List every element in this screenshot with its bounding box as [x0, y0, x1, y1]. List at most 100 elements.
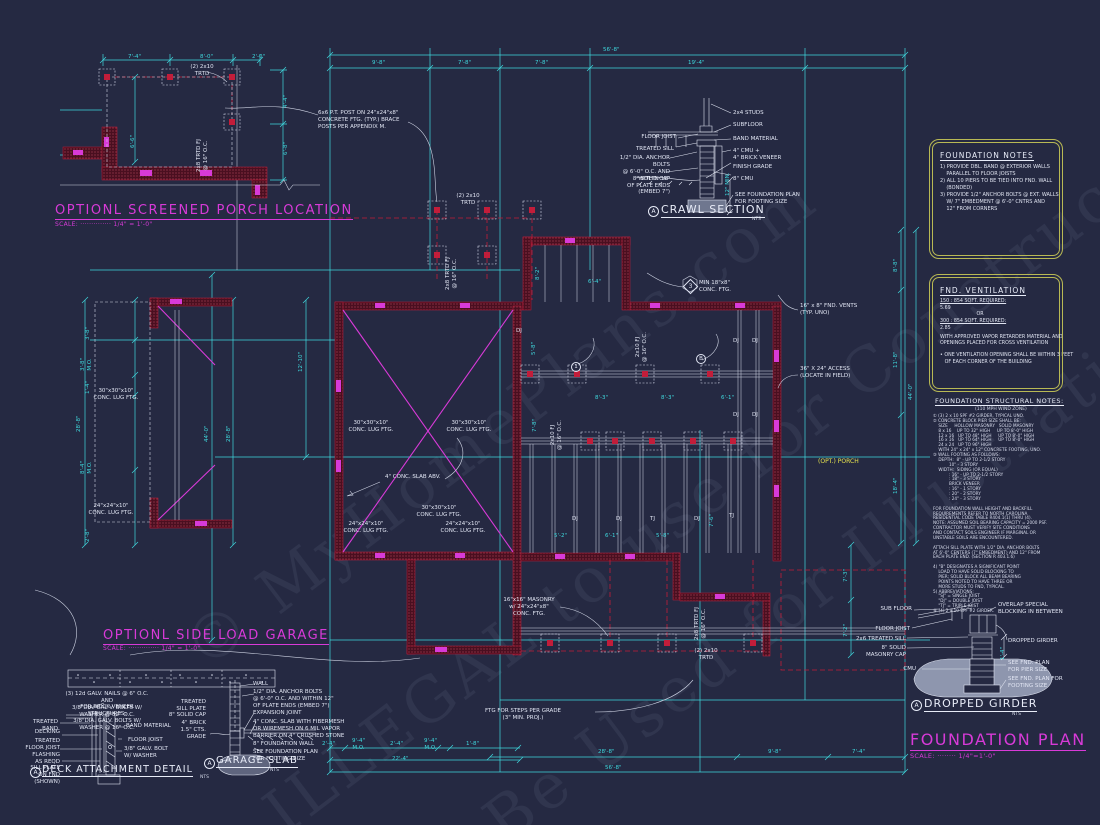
dim-label: 1'-8" [466, 741, 480, 747]
trtd-note-bottom: (2) 2x10 TRTD [694, 648, 718, 661]
foundation-notes-body: 1) PROVIDE DBL. BAND @ EXTERIOR WALLS PA… [940, 164, 1059, 212]
dim-label: 5'-8" [531, 341, 537, 355]
crawl-section-title: CRAWL SECTION [661, 203, 765, 218]
dim-label: 1'-4" [85, 380, 91, 394]
lug-ftg-note: 24"x24"x10" CONC. LUG FTG. [343, 521, 389, 534]
joist-note: 2x10 FJ @ 16" O.C. [635, 332, 648, 362]
dim-label: 7'-8" [532, 418, 538, 432]
foundation-plan-drawing [34, 48, 930, 776]
dim-label: 56'-8" [605, 765, 622, 771]
dim-label: 2'-4" [322, 741, 336, 747]
dim-label: 8'-4" M.O. [80, 460, 93, 474]
slab-label: 1/2" DIA. ANCHOR BOLTS @ 6'-0" O.C. AND … [253, 689, 334, 709]
deck-label: BAND MATERIAL [126, 723, 171, 729]
crawl-section-drawing [635, 98, 734, 216]
deck-label: FLOOR JOIST [128, 737, 163, 743]
girder-label: SEE FND. PLAN FOR PIER SIZE [1008, 660, 1050, 673]
garage-option-scale: SCALE: ·············· 1/4" = 1'-0" [103, 645, 201, 652]
girder-label: OVERLAP SPECIAL BLOCKING IN BETWEEN [998, 602, 1063, 615]
girder-label: FLOOR JOIST [875, 626, 910, 632]
deck-detail-drawing [60, 669, 276, 785]
joist-tag: DJ [752, 338, 758, 344]
crawl-label: BAND MATERIAL [733, 136, 778, 142]
joist-tag: DJ [572, 516, 578, 522]
slab-label: 4" BRICK 1.5" CTS. [180, 720, 206, 733]
deck-label: TREATED FLOOR JOIST [25, 738, 60, 751]
dim-label: 3'-8" [85, 326, 91, 340]
dim-label: 6'-1" [721, 395, 735, 401]
lug-ftg-note: 30"x30"x10" CONC. LUG FTG. [416, 505, 462, 518]
trtd-note: (2) 2x10 TRTD [190, 64, 214, 77]
dim-label: 6'-6" [130, 134, 136, 148]
post-note: 6x6 P.T. POST ON 24"x24"x8" CONCRETE FTG… [318, 110, 400, 130]
dim-label: 19'-4" [688, 60, 705, 66]
nts-label: NTS [752, 217, 761, 222]
deck-label: TREATED BAND [32, 719, 58, 732]
joist-tag: DJ [752, 412, 758, 418]
lug-ftg-note: 24"x24"x10" CONC. LUG FTG. [88, 503, 134, 516]
girder-label: SEE FND. PLAN FOR FOOTING SIZE [1008, 676, 1063, 689]
dim-label: 1'-4" [1000, 646, 1006, 660]
garage-slab-title: GARAGE SLAB [216, 755, 298, 768]
deck-note: (3) 12d GALV. NAILS @ 6" O.C. AND 3/8"DI… [65, 691, 149, 718]
dim-label: 28'-8" [598, 749, 615, 755]
dim-label: 6'-8" [283, 141, 289, 155]
dim-label: 2'-0" [252, 54, 266, 60]
dim-label: 7'-6" [709, 513, 715, 527]
deck-note: FOR BRICK VENEER STRUCTURES: 3/8"DIA. GA… [73, 704, 141, 731]
crawl-label: SEE FOUNDATION PLAN FOR FOOTING SIZE [735, 192, 800, 205]
ventilation-title: FND. VENTILATION [940, 286, 1026, 296]
structural-notes-body: ① (3) 2 x 10 SPF #2 GIRDER, TYPICAL UNO.… [933, 413, 1048, 613]
trtd-note-top: (2) 2x10 TRTD [456, 193, 480, 206]
garage-slab-drawing [209, 680, 316, 776]
dim-label: 18'-4" [893, 477, 899, 494]
dim-label: 9'-8" [372, 60, 386, 66]
joist-tag: DJ [616, 516, 622, 522]
dropped-girder-drawing [906, 604, 1053, 698]
structural-notes-title: FOUNDATION STRUCTURAL NOTES: [935, 397, 1064, 406]
deck-detail-title: DECK ATTACHMENT DETAIL [42, 764, 193, 777]
screened-porch-drawing [60, 54, 320, 199]
joist-tag: TJ [650, 516, 655, 522]
deck-label: DECKING [34, 729, 60, 735]
dim-label: 4'-4" [283, 94, 289, 108]
crawl-label: FLOOR JOIST [641, 134, 676, 140]
sheet-scale: SCALE: ········ 1/4"=1'-0" [910, 752, 996, 760]
deck-label: 3/8" GALV. BOLT W/ WASHER [124, 746, 168, 759]
joist-note: 2x8 TRTD FJ @ 16" O.C. [196, 139, 209, 172]
dim-label: 9'-4" M.O. [352, 738, 366, 751]
dim-label: 8'-8" [893, 258, 899, 272]
dim-label: 7'-4" [128, 54, 142, 60]
crawl-label: TREATED SILL [635, 146, 674, 152]
lug-ftg-note: 30"x30"x10" CONC. LUG FTG. [348, 420, 394, 433]
dim-label: 7'-3" [843, 568, 849, 582]
foundation-notes-box: FOUNDATION NOTES 1) PROVIDE DBL. BAND @ … [929, 139, 1063, 259]
vent-body: WITH APPROVED VAPOR RETARDER MATERIAL AN… [940, 334, 1063, 347]
dim-label: 7'-2" [843, 623, 849, 637]
joist-tag: DJ [733, 338, 739, 344]
crawl-label: FINISH GRADE [733, 164, 773, 170]
structural-notes-subtitle: (110 MPH WIND ZONE) [975, 407, 1027, 412]
dropped-girder-title: DROPPED GIRDER [924, 697, 1038, 712]
dim-label: 8'-2" [535, 266, 541, 280]
keynote-circle-b: B [696, 354, 706, 364]
girder-label: DROPPED GIRDER [1008, 638, 1058, 644]
keynote-circle-1: 1 [571, 362, 581, 372]
dim-label: 8'-0" [200, 54, 214, 60]
dim-label: 2'-8" [85, 528, 91, 542]
crawl-label: SUBFLOOR [733, 122, 763, 128]
dim-label: 8'-3" [595, 395, 609, 401]
joist-note: 2x8 TRTD FJ @ 16" O.C. [694, 607, 707, 640]
girder-label: CMU [903, 666, 916, 672]
vent-or: OR [976, 312, 984, 318]
fnd-vents-note: 16" x 8" FND. VENTS (TYP. UNO) [800, 303, 858, 316]
lug-ftg-note: 30"x30"x10" CONC. LUG FTG. [93, 388, 139, 401]
sheet-title: FOUNDATION PLAN [910, 730, 1086, 751]
crawl-label: 8" SOLID CAP [632, 176, 670, 182]
dim-label: 56'-8" [603, 47, 620, 53]
girder-label: 8" SOLID MASONRY CAP [866, 645, 906, 658]
dim-label: 7'-8" [458, 60, 472, 66]
dim-label: 28'-8" [76, 415, 82, 432]
girder-label: 2x6 TREATED SILL [855, 636, 906, 642]
